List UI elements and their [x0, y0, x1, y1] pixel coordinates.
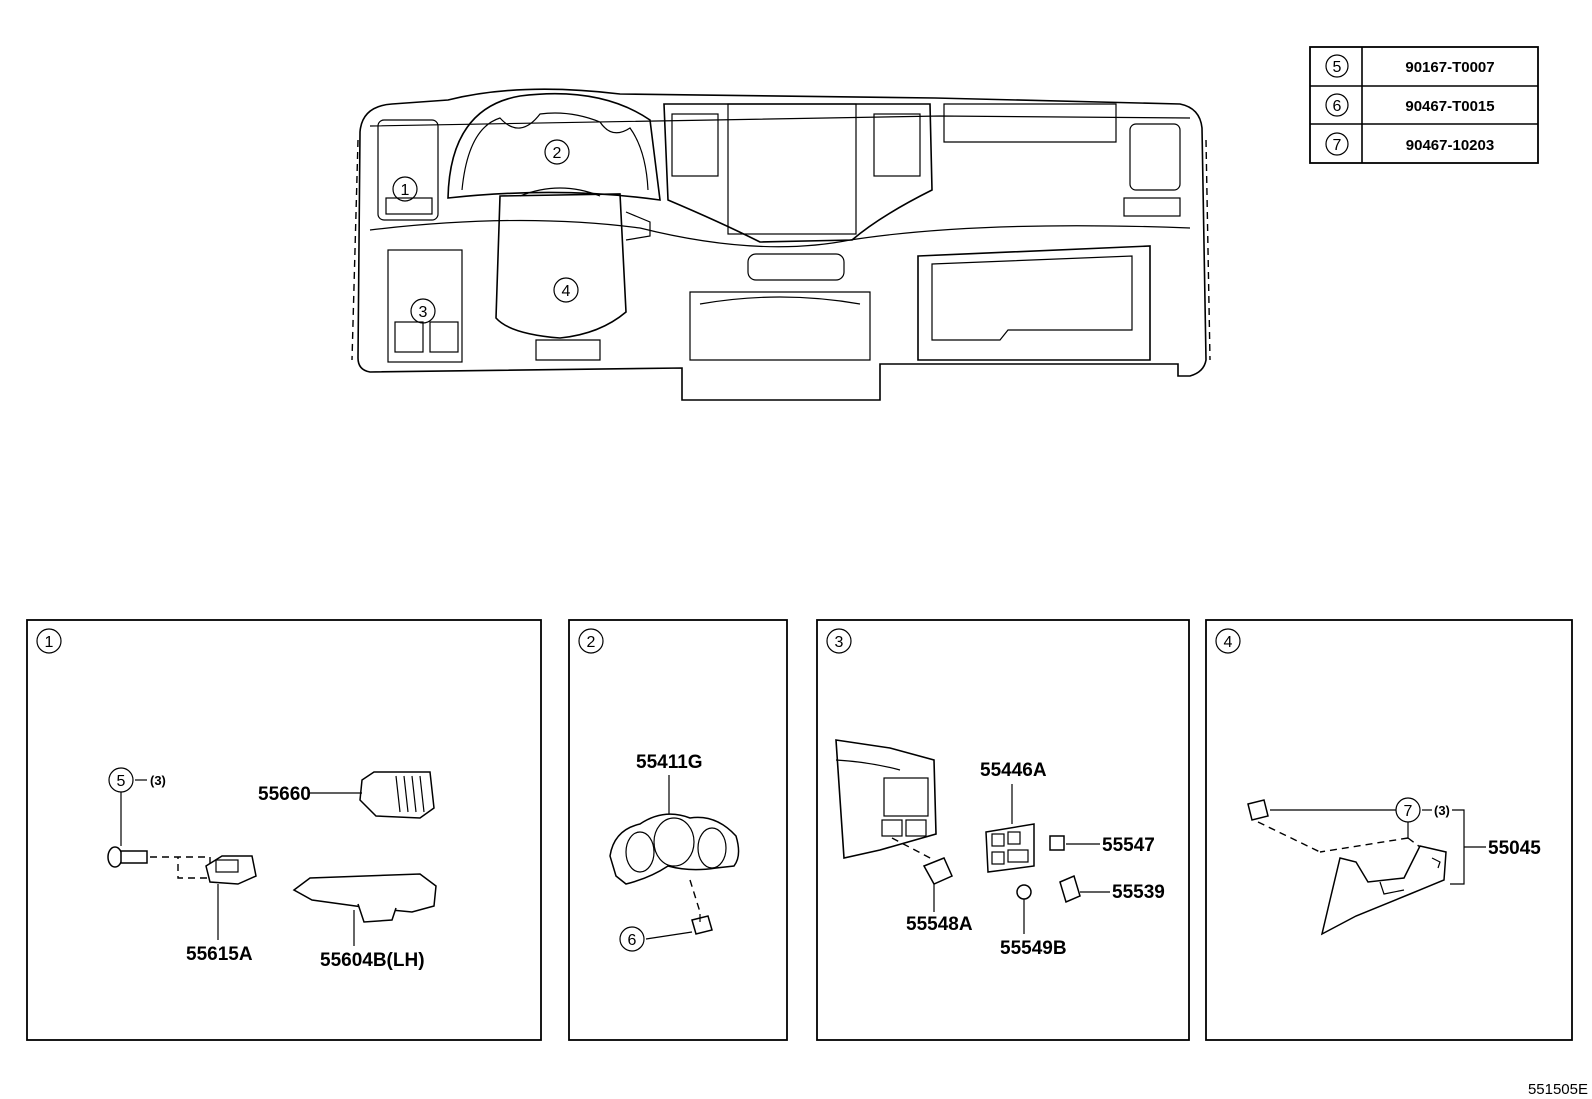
panel-number: 2: [587, 634, 596, 651]
fastener-part-number: 90167-T0007: [1405, 59, 1494, 76]
panel-number: 3: [835, 634, 844, 651]
clip-icon: [107, 846, 148, 868]
detail-panel-2: 2 55411G 6: [568, 619, 788, 1041]
fastener-part-number: 90467-10203: [1406, 137, 1494, 154]
part-number: 55045: [1488, 838, 1541, 859]
instrument-cluster-bezel-icon: [609, 813, 740, 885]
dashboard-overview: 1 2 3 4: [351, 88, 1211, 401]
fastener-ref: 6: [1333, 98, 1342, 115]
fastener-table-row: 5 90167-T0007: [1325, 54, 1495, 78]
switch-hole-cover-icon: [922, 857, 953, 885]
plug-icon: [1016, 884, 1032, 900]
detail-panel-1: 1 5 (3) 55660 55615A 5560: [26, 619, 542, 1041]
part-number: 55548A: [906, 914, 973, 935]
fastener-table-row: 6 90467-T0015: [1325, 93, 1495, 117]
part-number: 55604B(LH): [320, 950, 425, 971]
fastener-callout: [619, 926, 645, 952]
fastener-table-row: 7 90467-10203: [1325, 132, 1494, 156]
bracket-icon: [205, 855, 257, 885]
air-vent-icon: [359, 771, 435, 819]
svg-text:3: 3: [419, 304, 428, 321]
overview-callout: 2: [544, 139, 570, 165]
lower-cover-icon: [1320, 845, 1447, 936]
detail-panel-3: 3 55446A 55547 55539: [816, 619, 1190, 1041]
fastener-ref: 6: [628, 932, 637, 949]
switch-icon: [1049, 835, 1065, 851]
part-number: 55615A: [186, 944, 253, 965]
part-number: 55547: [1102, 835, 1155, 856]
fastener-ref: 7: [1333, 137, 1342, 154]
svg-text:4: 4: [562, 283, 571, 300]
fastener-table: 5 90167-T0007 6 90467-T0015 7 90467-1020…: [1309, 46, 1539, 164]
fastener-ref: 5: [117, 773, 126, 790]
part-number: 55446A: [980, 760, 1047, 781]
fastener-ref: 7: [1404, 803, 1413, 820]
detail-panel-4: 4 7 (3) 55045: [1205, 619, 1573, 1041]
part-number: 55660: [258, 784, 311, 805]
overview-callout: 1: [392, 176, 418, 202]
overview-callout: 3: [410, 298, 436, 324]
drawing-code: 551505E: [1528, 1081, 1588, 1098]
svg-text:1: 1: [401, 182, 410, 199]
trim-panel-icon: [292, 873, 437, 923]
svg-text:2: 2: [553, 145, 562, 162]
clip-icon: [1247, 799, 1269, 821]
part-number: 55539: [1112, 882, 1165, 903]
part-number: 55411G: [636, 752, 703, 773]
panel-number: 1: [45, 634, 54, 651]
switch-panel-icon: [985, 823, 1035, 873]
clip-icon: [691, 914, 713, 935]
fastener-qty: (3): [150, 773, 166, 788]
panel-number: 4: [1224, 634, 1233, 651]
fastener-ref: 5: [1333, 59, 1342, 76]
overview-callout: 4: [553, 277, 579, 303]
fastener-qty: (3): [1434, 803, 1450, 818]
fastener-part-number: 90467-T0015: [1405, 98, 1494, 115]
part-number: 55549B: [1000, 938, 1067, 959]
cover-icon: [1059, 874, 1081, 904]
lower-panel-section-icon: [835, 739, 937, 859]
